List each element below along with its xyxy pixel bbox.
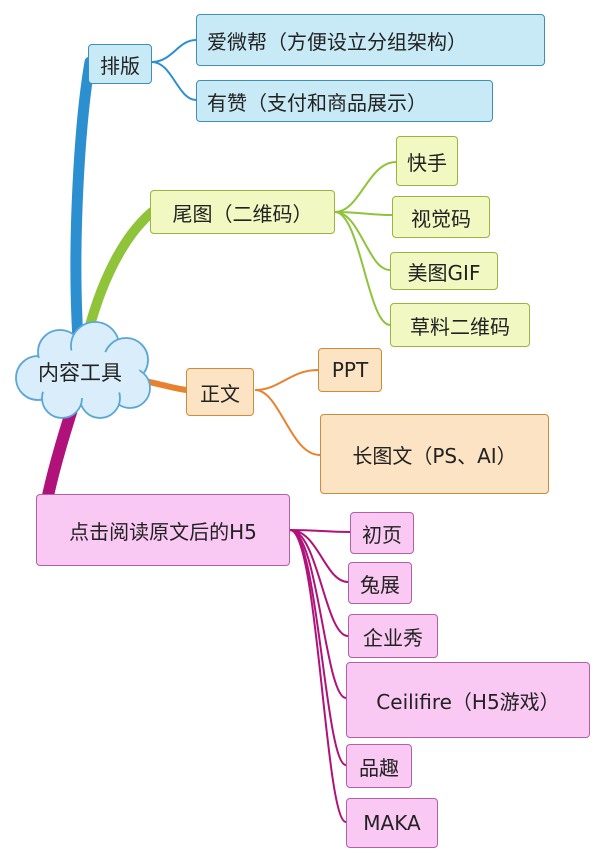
node-h5-child-4[interactable]: Ceilifire（H5游戏）	[346, 662, 590, 738]
edge-h5-2	[289, 529, 349, 583]
edge-tail-3	[334, 211, 391, 271]
edge-body-2	[254, 389, 321, 456]
root-node[interactable]: 内容工具	[38, 361, 122, 385]
edge-h5-3	[289, 529, 349, 637]
node-body-child-2[interactable]: 长图文（PS、AI）	[320, 414, 549, 494]
node-tail[interactable]: 尾图（二维码）	[150, 190, 335, 234]
edge-layout-2	[151, 61, 197, 101]
node-layout-child-1[interactable]: 爱微帮（方便设立分组架构）	[196, 14, 545, 66]
node-layout[interactable]: 排版	[88, 44, 152, 84]
node-h5[interactable]: 点击阅读原文后的H5	[36, 494, 290, 566]
node-h5-child-2[interactable]: 兔展	[348, 562, 412, 604]
node-h5-child-5[interactable]: 品趣	[346, 744, 412, 788]
edge-body-1	[254, 369, 319, 391]
node-body-child-1[interactable]: PPT	[318, 348, 382, 392]
edge-h5-4	[289, 529, 347, 699]
node-layout-child-2[interactable]: 有赞（支付和商品展示）	[196, 80, 493, 122]
edge-h5-6	[289, 529, 347, 823]
node-tail-child-3[interactable]: 美图GIF	[390, 252, 498, 290]
edge-tail-4	[334, 211, 391, 326]
node-h5-child-1[interactable]: 初页	[350, 512, 414, 554]
edge-layout-1	[151, 39, 197, 63]
edge-tail-1	[334, 161, 397, 213]
node-h5-child-3[interactable]: 企业秀	[348, 614, 438, 658]
node-h5-child-6[interactable]: MAKA	[346, 798, 438, 848]
node-tail-child-4[interactable]: 草料二维码	[390, 303, 530, 347]
node-tail-child-1[interactable]: 快手	[396, 136, 458, 186]
root-cloud	[15, 321, 151, 419]
node-body[interactable]: 正文	[186, 368, 254, 416]
node-tail-child-2[interactable]: 视觉码	[392, 196, 490, 238]
trunk-layout	[70, 56, 96, 346]
